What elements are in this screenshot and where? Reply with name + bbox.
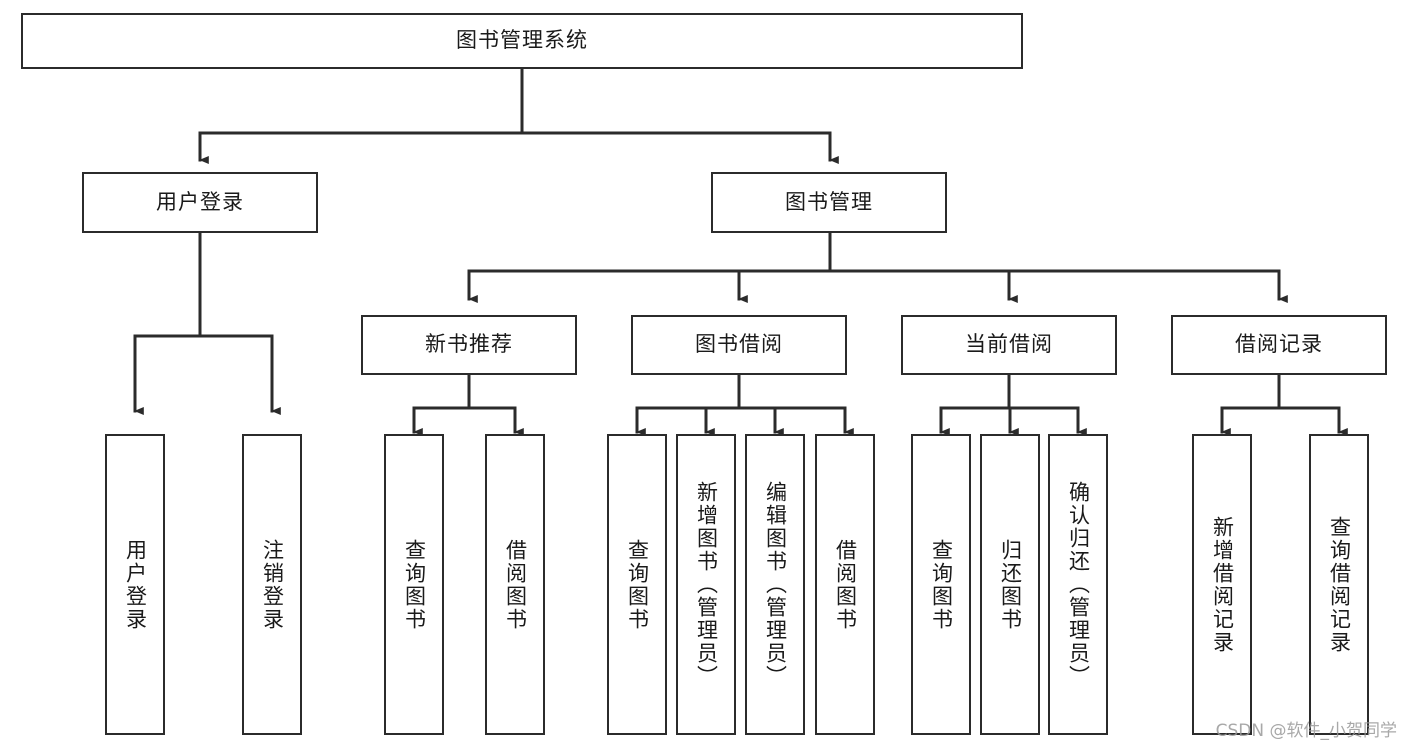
node-new-book-rec[interactable]: 新书推荐 — [361, 315, 577, 375]
node-leaf-query-book-2-label: 查询图书 — [625, 538, 650, 631]
node-book-borrow-label: 图书借阅 — [695, 332, 783, 357]
node-leaf-user-logout[interactable]: 注销登录 — [242, 434, 302, 735]
node-leaf-return-book-label: 归还图书 — [998, 538, 1023, 631]
node-leaf-borrow-book-1[interactable]: 借阅图书 — [485, 434, 545, 735]
node-leaf-query-record-label: 查询借阅记录 — [1327, 515, 1352, 654]
node-leaf-return-book[interactable]: 归还图书 — [980, 434, 1040, 735]
node-leaf-borrow-book-1-label: 借阅图书 — [503, 538, 528, 631]
node-user-login-label: 用户登录 — [156, 189, 244, 214]
node-root[interactable]: 图书管理系统 — [21, 13, 1023, 69]
node-root-label: 图书管理系统 — [456, 28, 588, 53]
node-current-borrow[interactable]: 当前借阅 — [901, 315, 1117, 375]
node-new-book-rec-label: 新书推荐 — [425, 332, 513, 357]
node-leaf-query-book-1-label: 查询图书 — [402, 538, 427, 631]
node-user-login[interactable]: 用户登录 — [82, 172, 318, 233]
node-leaf-add-book[interactable]: 新增图书（管理员） — [676, 434, 736, 735]
node-leaf-borrow-book-2-label: 借阅图书 — [833, 538, 858, 631]
node-leaf-edit-book-label: 编辑图书（管理员） — [763, 481, 788, 688]
node-leaf-query-book-1[interactable]: 查询图书 — [384, 434, 444, 735]
node-leaf-query-book-3[interactable]: 查询图书 — [911, 434, 971, 735]
node-leaf-confirm-return[interactable]: 确认归还（管理员） — [1048, 434, 1108, 735]
node-book-borrow[interactable]: 图书借阅 — [631, 315, 847, 375]
node-leaf-confirm-return-label: 确认归还（管理员） — [1066, 481, 1091, 688]
watermark-text: CSDN @软件_小贺同学 — [1215, 721, 1397, 741]
node-leaf-query-book-3-label: 查询图书 — [929, 538, 954, 631]
node-leaf-add-book-label: 新增图书（管理员） — [694, 481, 719, 688]
node-leaf-add-record-label: 新增借阅记录 — [1210, 515, 1235, 654]
node-borrow-record-label: 借阅记录 — [1235, 332, 1323, 357]
node-leaf-query-record[interactable]: 查询借阅记录 — [1309, 434, 1369, 735]
node-leaf-user-logout-label: 注销登录 — [260, 538, 285, 631]
node-book-manage[interactable]: 图书管理 — [711, 172, 947, 233]
node-leaf-user-login-label: 用户登录 — [123, 538, 148, 631]
node-current-borrow-label: 当前借阅 — [965, 332, 1053, 357]
node-leaf-query-book-2[interactable]: 查询图书 — [607, 434, 667, 735]
node-leaf-user-login[interactable]: 用户登录 — [105, 434, 165, 735]
node-leaf-add-record[interactable]: 新增借阅记录 — [1192, 434, 1252, 735]
node-leaf-borrow-book-2[interactable]: 借阅图书 — [815, 434, 875, 735]
node-borrow-record[interactable]: 借阅记录 — [1171, 315, 1387, 375]
node-leaf-edit-book[interactable]: 编辑图书（管理员） — [745, 434, 805, 735]
node-book-manage-label: 图书管理 — [785, 189, 873, 214]
